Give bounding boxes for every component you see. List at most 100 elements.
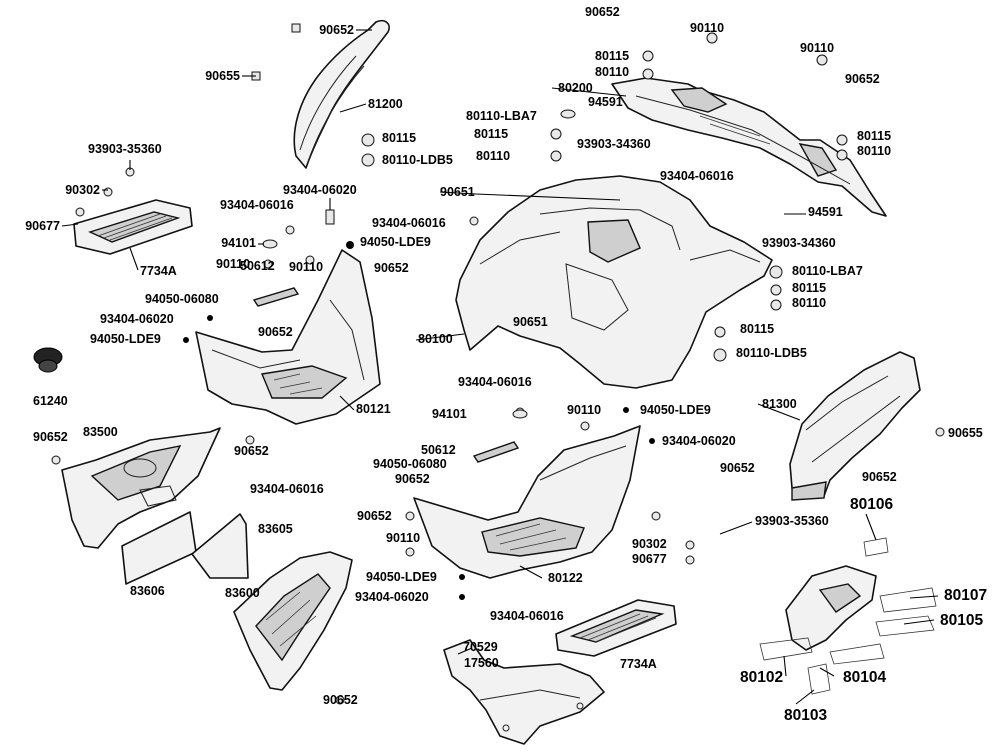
part-label-90302: 90302 [65, 183, 100, 197]
footrest-mat-7734A-left [73, 199, 193, 255]
part-label-90652: 90652 [395, 472, 430, 486]
part-label-80105: 80105 [940, 612, 983, 629]
part-label-90110: 90110 [289, 260, 323, 274]
part-label-90652: 90652 [258, 325, 293, 339]
part-label-80110: 80110 [595, 65, 629, 79]
part-label-83600: 83600 [225, 586, 260, 600]
part-label-90652: 90652 [319, 23, 354, 37]
part-label-50612: 50612 [240, 259, 275, 273]
part-label-90652: 90652 [585, 5, 620, 19]
part-label-90652: 90652 [33, 430, 68, 444]
part-label-90652: 90652 [323, 693, 358, 707]
rear-body-80200 [611, 77, 887, 217]
part-label-93404-06016: 93404-06016 [220, 198, 294, 212]
left-splash-guard-83600 [233, 551, 353, 691]
part-label-83606: 83606 [130, 584, 165, 598]
part-label-81300: 81300 [762, 397, 797, 411]
part-label-90302: 90302 [632, 537, 667, 551]
part-label-90652: 90652 [845, 72, 880, 86]
panel-83605 [191, 513, 249, 579]
part-label-90110: 90110 [690, 21, 724, 35]
part-label-80200: 80200 [558, 81, 593, 95]
part-label-80110: 80110 [857, 144, 891, 158]
part-label-83605: 83605 [258, 522, 293, 536]
part-label-93903-34360: 93903-34360 [762, 236, 836, 250]
rear-fender-flap-81200 [293, 19, 390, 169]
part-label-93903-34360: 93903-34360 [577, 137, 651, 151]
part-label-80110: 80110 [476, 149, 510, 163]
part-label-83500: 83500 [83, 425, 118, 439]
part-label-80115: 80115 [382, 131, 416, 145]
left-side-cover-83500 [61, 427, 221, 549]
part-label-93404-06016: 93404-06016 [372, 216, 446, 230]
part-label-94050-06080: 94050-06080 [145, 292, 219, 306]
part-label-80100: 80100 [418, 332, 453, 346]
part-label-94050-lde9: 94050-LDE9 [366, 570, 437, 584]
part-label-93404-06020: 93404-06020 [283, 183, 357, 197]
part-label-90651: 90651 [440, 185, 475, 199]
part-label-80122: 80122 [548, 571, 583, 585]
part-number-labels: 90652 90655 81200 80115 80110-LDB5 93903-3536… [25, 5, 987, 724]
footrest-mat-7734A-right [555, 599, 677, 657]
part-label-80107: 80107 [944, 587, 987, 604]
part-label-80115: 80115 [595, 49, 629, 63]
part-label-93404-06016: 93404-06016 [490, 609, 564, 623]
part-label-80110-ldb5: 80110-LDB5 [382, 153, 453, 167]
part-label-81200: 81200 [368, 97, 403, 111]
part-label-80121: 80121 [356, 402, 391, 416]
fastener-set [51, 23, 945, 705]
part-label-94101: 94101 [432, 407, 467, 421]
part-label-80106: 80106 [850, 496, 893, 513]
part-label-94050-06080: 94050-06080 [373, 457, 447, 471]
rear-main-body-80100 [455, 175, 773, 389]
panel-83606 [121, 511, 197, 585]
part-label-90652: 90652 [862, 470, 897, 484]
part-label-90652: 90652 [374, 261, 409, 275]
part-label-93404-06016: 93404-06016 [458, 375, 532, 389]
part-label-61240: 61240 [33, 394, 68, 408]
right-fender-flap-81300 [789, 351, 921, 501]
decal-set-80102-80107 [759, 537, 937, 695]
part-label-90110: 90110 [800, 41, 834, 55]
right-footwell-80122 [413, 425, 641, 579]
part-label-80110-lba7: 80110-LBA7 [466, 109, 537, 123]
part-label-93404-06016: 93404-06016 [660, 169, 734, 183]
rubber-cap-61240 [33, 347, 63, 373]
part-label-93404-06020: 93404-06020 [100, 312, 174, 326]
part-label-94050-lde9: 94050-LDE9 [90, 332, 161, 346]
part-label-80102: 80102 [740, 669, 783, 686]
part-label-90677: 90677 [25, 219, 60, 233]
part-label-17560: 17560 [464, 656, 499, 670]
part-label-94101: 94101 [221, 236, 256, 250]
leader-lines [61, 29, 939, 705]
part-label-70529: 70529 [463, 640, 498, 654]
part-label-80103: 80103 [784, 707, 827, 724]
part-label-90652: 90652 [357, 509, 392, 523]
part-label-90110: 90110 [386, 531, 420, 545]
part-label-90652: 90652 [720, 461, 755, 475]
part-label-7734a: 7734A [620, 657, 657, 671]
part-label-93903-35360: 93903-35360 [88, 142, 162, 156]
part-label-93404-06020: 93404-06020 [662, 434, 736, 448]
part-label-94050-lde9: 94050-LDE9 [640, 403, 711, 417]
part-label-90110: 90110 [216, 257, 250, 271]
part-label-93903-35360: 93903-35360 [755, 514, 829, 528]
left-footwell-80121 [195, 249, 381, 425]
part-label-80104: 80104 [843, 669, 886, 686]
part-label-90655: 90655 [948, 426, 983, 440]
part-label-80110-lba7: 80110-LBA7 [792, 264, 863, 278]
part-label-94050-lde9: 94050-LDE9 [360, 235, 431, 249]
part-label-80115: 80115 [792, 281, 826, 295]
part-label-80115: 80115 [740, 322, 774, 336]
bracket-17560 [443, 639, 605, 745]
part-label-80110-ldb5: 80110-LDB5 [736, 346, 807, 360]
part-label-93404-06020: 93404-06020 [355, 590, 429, 604]
part-label-90677: 90677 [632, 552, 667, 566]
part-label-93404-06016: 93404-06016 [250, 482, 324, 496]
part-label-94591: 94591 [808, 205, 843, 219]
part-label-7734a: 7734A [140, 264, 177, 278]
part-label-80110: 80110 [792, 296, 826, 310]
part-label-90655: 90655 [205, 69, 240, 83]
part-label-90110: 90110 [567, 403, 601, 417]
